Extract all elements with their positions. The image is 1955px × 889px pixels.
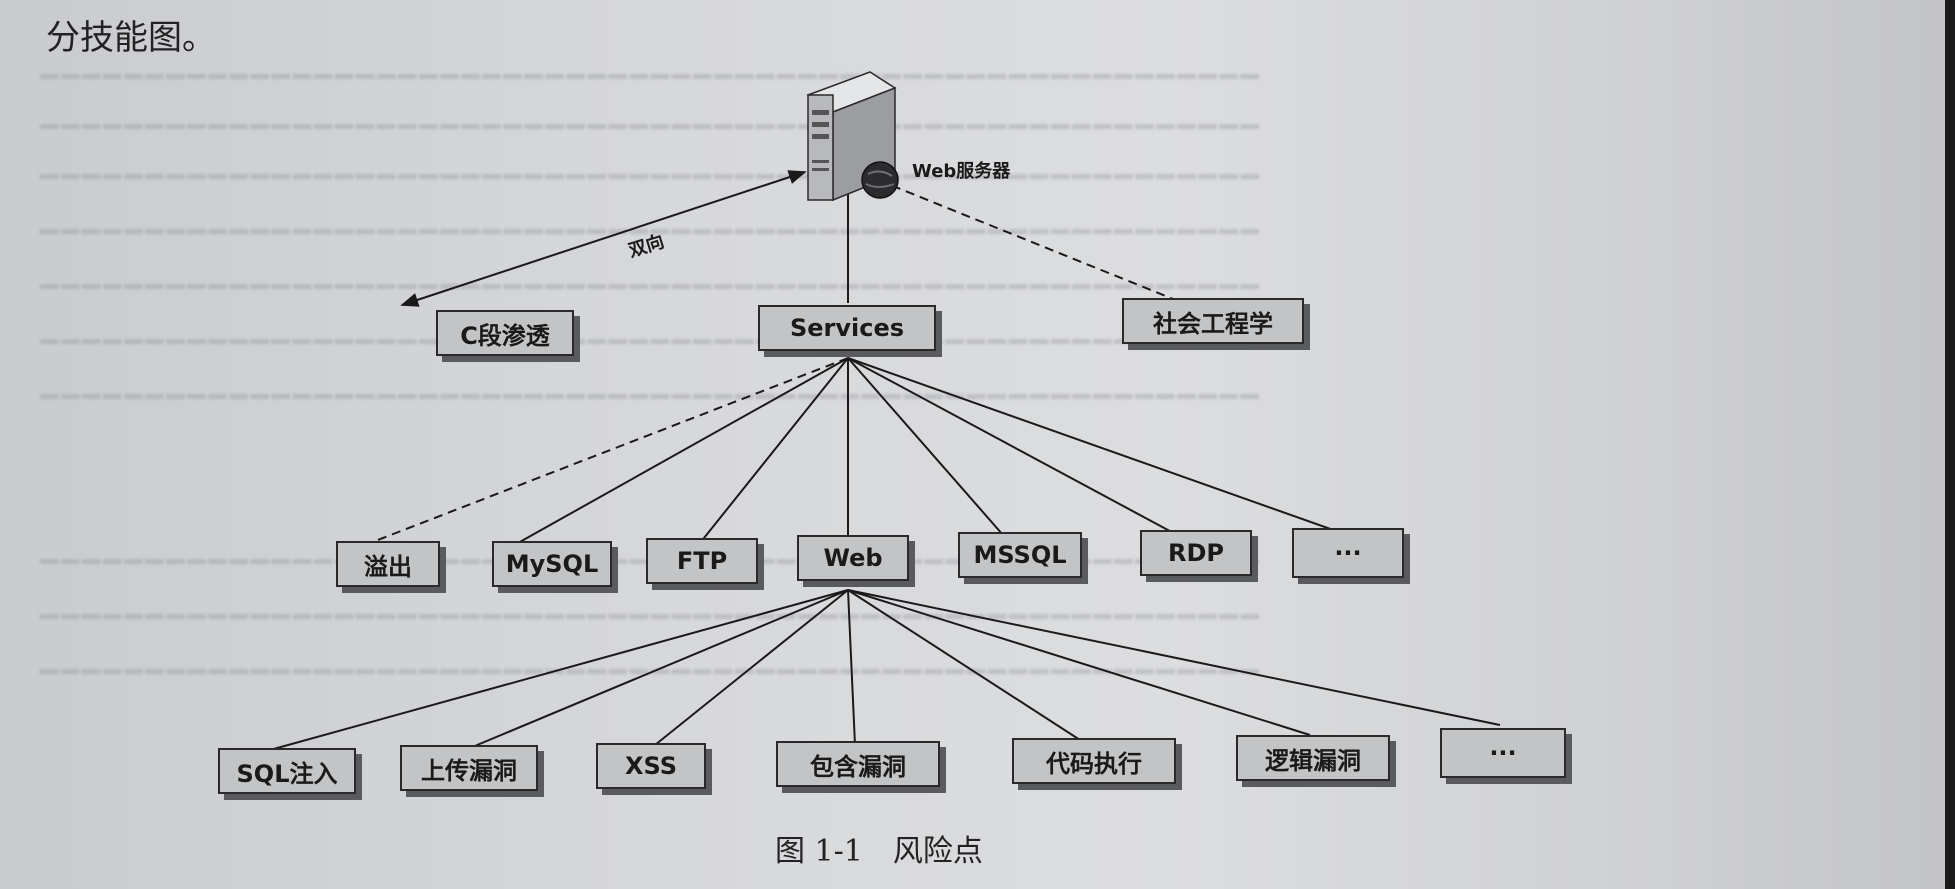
edge-xss bbox=[654, 589, 849, 746]
dashed-edge-overflow bbox=[369, 357, 849, 544]
node-web: Web bbox=[797, 535, 909, 581]
server-icon bbox=[806, 71, 899, 202]
edge-services-more bbox=[847, 357, 1371, 544]
node-rdp: RDP bbox=[1140, 530, 1252, 576]
edge-rdp bbox=[847, 357, 1193, 544]
edge-web-more bbox=[847, 589, 1501, 726]
node-xss: XSS bbox=[596, 743, 706, 789]
node-mysql: MySQL bbox=[492, 541, 612, 587]
page-edge-shadow bbox=[1945, 0, 1955, 889]
node-code-exec: 代码执行 bbox=[1012, 738, 1176, 784]
edge-sql-injection bbox=[269, 589, 849, 751]
edge-include-vuln bbox=[847, 589, 856, 746]
node-upload-vuln: 上传漏洞 bbox=[400, 745, 538, 791]
node-social-engineering: 社会工程学 bbox=[1122, 298, 1304, 344]
node-web-more: ··· bbox=[1440, 728, 1566, 778]
bleed-through-text: ━━━━━━━━━━━━━━━━━━━━━━━━━━━━━━━━━━━━━━━━… bbox=[40, 325, 1262, 360]
edge-mysql bbox=[517, 357, 849, 544]
dashed-edge-social-engineering bbox=[877, 179, 1189, 306]
bleed-through-text: ━━━━━━━━━━━━━━━━━━━━━━━━━━━━━━━━━━━━━━━━… bbox=[40, 380, 1262, 415]
node-services: Services bbox=[758, 305, 936, 351]
node-c-segment: C段渗透 bbox=[436, 310, 574, 356]
node-sql-injection: SQL注入 bbox=[218, 748, 356, 794]
node-overflow: 溢出 bbox=[336, 541, 440, 587]
bleed-through-text: ━━━━━━━━━━━━━━━━━━━━━━━━━━━━━━━━━━━━━━━━… bbox=[40, 600, 1262, 635]
node-logic-vuln: 逻辑漏洞 bbox=[1236, 735, 1390, 781]
edge-logic-vuln bbox=[847, 589, 1311, 736]
bleed-through-text: ━━━━━━━━━━━━━━━━━━━━━━━━━━━━━━━━━━━━━━━━… bbox=[40, 110, 1262, 145]
node-include-vuln: 包含漏洞 bbox=[776, 741, 940, 787]
edge-code-exec bbox=[847, 589, 1081, 741]
node-mssql: MSSQL bbox=[958, 532, 1082, 578]
bleed-through-text: ━━━━━━━━━━━━━━━━━━━━━━━━━━━━━━━━━━━━━━━━… bbox=[40, 60, 1262, 95]
edge-mssql bbox=[847, 357, 1011, 544]
edge-upload-vuln bbox=[469, 589, 849, 749]
server-label: Web服务器 bbox=[912, 161, 1011, 182]
edge-ftp bbox=[699, 357, 849, 544]
bidirectional-edge bbox=[400, 170, 807, 307]
figure-caption: 图 1-1 风险点 bbox=[775, 834, 983, 869]
node-services-more: ··· bbox=[1292, 528, 1404, 578]
node-ftp: FTP bbox=[646, 538, 758, 584]
intro-text: 分技能图。 bbox=[46, 18, 216, 58]
